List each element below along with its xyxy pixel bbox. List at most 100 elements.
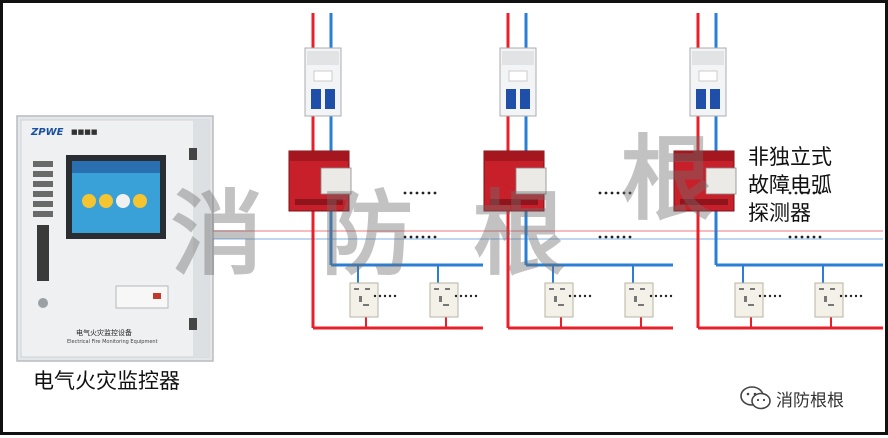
ellipsis-dot: [604, 235, 608, 239]
detector-label-line: 故障电弧: [748, 173, 832, 197]
circuit-breaker: [304, 47, 342, 117]
ellipsis-dot: [378, 294, 382, 298]
arc-fault-detector: [483, 150, 547, 212]
ellipsis-dot: [403, 191, 407, 195]
ellipsis-dot: [616, 235, 620, 239]
panel-title: 电气火灾监控设备: [76, 329, 132, 337]
wiring-diagram: [16, 13, 883, 362]
ellipsis-dot: [794, 191, 798, 195]
indicator-lamps: [33, 161, 53, 217]
ellipsis-dot: [844, 294, 848, 298]
ellipsis-dot: [654, 294, 658, 298]
ellipsis-dot: [409, 235, 413, 239]
ellipsis-dot: [433, 235, 437, 239]
ellipsis-dot: [459, 294, 463, 298]
key-switch: [37, 225, 49, 281]
power-outlet: [814, 282, 844, 318]
arc-fault-detector: [673, 150, 737, 212]
ellipsis-dot: [800, 191, 804, 195]
ellipsis-dot: [628, 191, 632, 195]
ellipsis-dot: [616, 191, 620, 195]
watermark-char: 根: [473, 180, 566, 288]
controller-label: 电气火灾监控器: [33, 369, 180, 393]
ellipsis-dot: [610, 235, 614, 239]
watermark-char: 消: [171, 180, 264, 288]
ellipsis-dot: [373, 294, 377, 298]
ellipsis-dot: [806, 191, 810, 195]
ellipsis-dot: [421, 191, 425, 195]
ellipsis-dot: [421, 235, 425, 239]
detector-label-line: 探测器: [748, 201, 811, 225]
ellipsis-dot: [415, 191, 419, 195]
ellipsis-dot: [383, 294, 387, 298]
ellipsis-dot: [622, 191, 626, 195]
ellipsis-dot: [788, 191, 792, 195]
ellipsis-dot: [598, 191, 602, 195]
arc-fault-detector: [288, 150, 352, 212]
continuation-dots: [373, 191, 863, 298]
ellipsis-dot: [474, 294, 478, 298]
ellipsis-dot: [598, 235, 602, 239]
ellipsis-dot: [409, 191, 413, 195]
circuit-breaker: [689, 47, 727, 117]
ellipsis-dot: [427, 191, 431, 195]
ellipsis-dot: [403, 235, 407, 239]
buzzer: [38, 298, 48, 308]
detector-label-line: 非独立式: [748, 145, 832, 169]
ellipsis-dot: [604, 191, 608, 195]
ellipsis-dot: [794, 235, 798, 239]
power-outlet: [429, 282, 459, 318]
ellipsis-dot: [583, 294, 587, 298]
ellipsis-dot: [469, 294, 473, 298]
ellipsis-dot: [788, 235, 792, 239]
ellipsis-dot: [464, 294, 468, 298]
ellipsis-dot: [763, 294, 767, 298]
power-outlet: [624, 282, 654, 318]
ellipsis-dot: [818, 235, 822, 239]
touchscreen: [66, 155, 166, 239]
power-outlet: [544, 282, 574, 318]
ellipsis-dot: [806, 235, 810, 239]
power-outlet: [349, 282, 379, 318]
ellipsis-dot: [778, 294, 782, 298]
panel-brand-cn: ■■■■: [71, 128, 98, 136]
ellipsis-dot: [388, 294, 392, 298]
ellipsis-dot: [393, 294, 397, 298]
wechat-icon: [740, 386, 771, 410]
ellipsis-dot: [812, 191, 816, 195]
ellipsis-dot: [859, 294, 863, 298]
ellipsis-dot: [669, 294, 673, 298]
panel-subtitle: Electrical Fire Monitoring Equipment: [67, 339, 158, 345]
ellipsis-dot: [849, 294, 853, 298]
ellipsis-dot: [427, 235, 431, 239]
watermark-char: 根: [621, 125, 714, 233]
ellipsis-dot: [768, 294, 772, 298]
ellipsis-dot: [568, 294, 572, 298]
ellipsis-dot: [578, 294, 582, 298]
ellipsis-dot: [664, 294, 668, 298]
ellipsis-dot: [659, 294, 663, 298]
ellipsis-dot: [854, 294, 858, 298]
watermark-char: 防: [321, 180, 414, 288]
ellipsis-dot: [800, 235, 804, 239]
power-outlet: [734, 282, 764, 318]
ellipsis-dot: [610, 191, 614, 195]
circuit-breaker: [499, 47, 537, 117]
ellipsis-dot: [839, 294, 843, 298]
fire-monitor-cabinet: [16, 115, 214, 362]
panel-brand: ZPWE: [31, 127, 64, 138]
ellipsis-dot: [812, 235, 816, 239]
printer: [115, 285, 169, 309]
ellipsis-dot: [818, 191, 822, 195]
watermark-account: 消防根根: [776, 391, 844, 411]
devices: [288, 47, 844, 318]
ellipsis-dot: [433, 191, 437, 195]
ellipsis-dot: [649, 294, 653, 298]
ellipsis-dot: [588, 294, 592, 298]
ellipsis-dot: [454, 294, 458, 298]
ellipsis-dot: [415, 235, 419, 239]
ellipsis-dot: [573, 294, 577, 298]
ellipsis-dot: [758, 294, 762, 298]
ellipsis-dot: [773, 294, 777, 298]
